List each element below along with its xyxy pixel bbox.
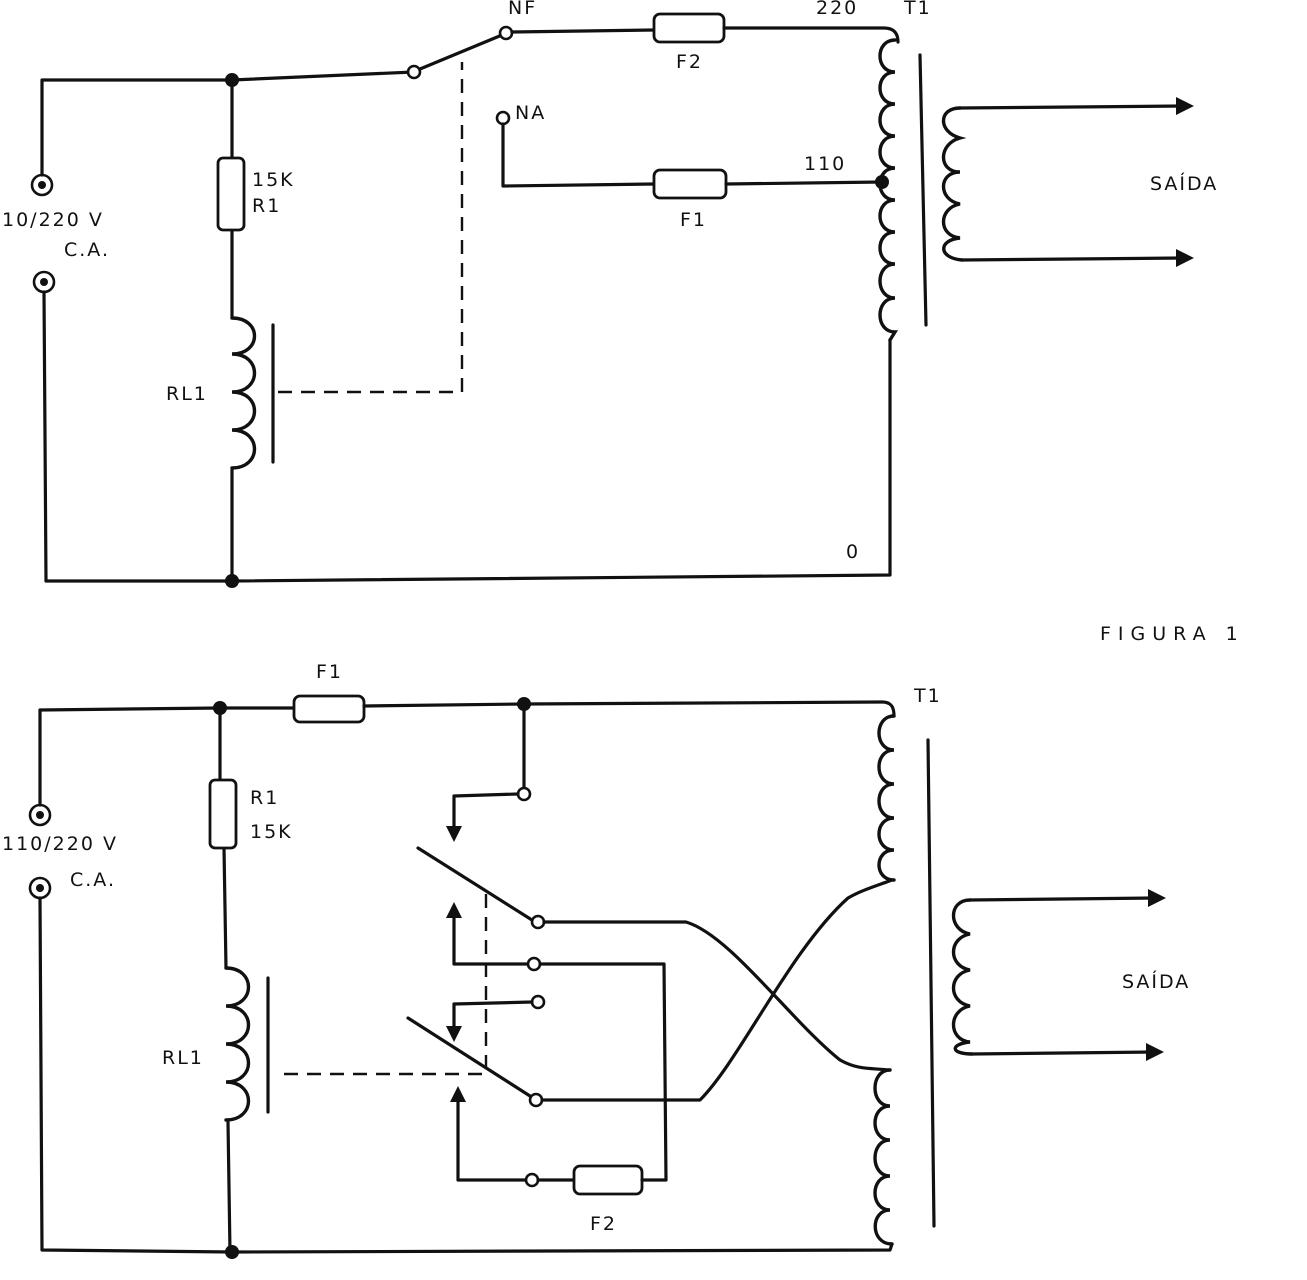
top-contact-nf-label: NF — [508, 0, 537, 19]
top-relay-name: RL1 — [166, 383, 208, 405]
top-circuit: 10/220 V C.A. 15K R1 RL1 NF NA F2 F1 220… — [2, 0, 1218, 588]
bottom-wire-rl1-bottom — [226, 1120, 232, 1254]
bottom-wire-cross-2 — [540, 878, 894, 1102]
bottom-wire-f2-right — [538, 962, 668, 1182]
top-tap-0-label: 0 — [846, 541, 860, 563]
top-fuse-f2 — [652, 12, 726, 44]
bottom-fuse-f2 — [572, 1164, 644, 1196]
bottom-relay-name: RL1 — [162, 1047, 204, 1069]
bottom-arrow-1-down — [446, 826, 462, 842]
top-input-label: 10/220 V — [2, 209, 104, 231]
bottom-fuse-top-label: F1 — [316, 661, 343, 683]
bottom-contact-6 — [524, 1172, 540, 1188]
bottom-transformer-primary-lower — [873, 1068, 894, 1246]
bottom-wire-left-lower — [38, 896, 894, 1254]
top-output-arrow-2 — [1176, 249, 1194, 267]
top-mains-input — [30, 173, 56, 294]
bottom-output-wire-2 — [970, 1050, 1154, 1056]
bottom-resistor-name: R1 — [250, 787, 279, 809]
bottom-arrow-2-up — [450, 1086, 466, 1102]
bottom-output-arrow-1 — [1148, 889, 1166, 907]
top-junction-upper — [225, 73, 239, 87]
bottom-circuit: 110/220 V C.A. R1 15K RL1 F1 F2 T1 SAÍDA — [2, 661, 1190, 1259]
bottom-wire-cross-1 — [542, 920, 892, 1072]
bottom-arrow-1-up — [446, 902, 462, 918]
bottom-transformer-primary-upper — [877, 714, 896, 882]
bottom-transformer-label: T1 — [913, 685, 942, 707]
top-contact-na-label: NA — [515, 102, 546, 124]
bottom-fuse-f1 — [292, 694, 366, 724]
top-switch-blade — [418, 33, 504, 71]
top-output-wire-1 — [958, 104, 1184, 110]
top-transformer-secondary — [942, 106, 967, 262]
bottom-fuse-bottom-label: F2 — [590, 1213, 617, 1235]
bottom-contact-5 — [528, 1092, 544, 1108]
top-tap-110-label: 110 — [804, 153, 846, 175]
top-fuse-f1 — [652, 168, 728, 200]
bottom-resistor-value: 15K — [250, 821, 293, 843]
bottom-wire-r1-rl1 — [222, 846, 228, 970]
bottom-contact-2 — [530, 914, 546, 930]
bottom-output-wire-1 — [968, 896, 1156, 902]
bottom-output-arrow-2 — [1146, 1043, 1164, 1061]
bottom-junction-3 — [225, 1245, 239, 1259]
top-contact-na — [495, 110, 511, 126]
top-wire-left-upper — [40, 70, 416, 177]
top-output-arrow-1 — [1176, 97, 1194, 115]
top-output-wire-2 — [960, 256, 1184, 262]
top-relay-link — [278, 62, 464, 394]
top-wire-110 — [724, 180, 884, 186]
top-resistor-value: 15K — [252, 169, 295, 191]
top-switch-common — [406, 64, 422, 80]
top-transformer-label: T1 — [903, 0, 932, 19]
top-resistor-name: R1 — [252, 195, 281, 217]
top-fuse-bottom-label: F1 — [680, 209, 707, 231]
bottom-transformer-secondary — [952, 898, 974, 1056]
top-resistor-r1 — [216, 156, 246, 232]
top-contact-nf — [498, 25, 514, 41]
top-tap-220-label: 220 — [816, 0, 858, 19]
top-wire-220 — [722, 26, 900, 44]
bottom-output-label: SAÍDA — [1122, 970, 1190, 993]
bottom-wire-arrow2-up — [456, 1096, 528, 1182]
bottom-mains-input — [28, 803, 52, 900]
top-fuse-top-label: F2 — [676, 51, 703, 73]
top-output-label: SAÍDA — [1150, 172, 1218, 195]
bottom-transformer-core — [926, 738, 936, 1228]
top-wire-na — [501, 122, 656, 188]
top-transformer-primary — [878, 38, 899, 342]
bottom-resistor-r1 — [208, 778, 238, 850]
bottom-wire-left-upper — [38, 706, 296, 807]
bottom-wire-arrow1-up — [452, 912, 530, 966]
top-relay-coil — [230, 316, 257, 470]
top-wire-left-lower — [42, 290, 892, 583]
bottom-arrow-2-down — [446, 1026, 462, 1042]
bottom-wire-contact1-bend — [452, 792, 520, 832]
bottom-wire-contact4-bend — [452, 1000, 534, 1032]
bottom-switch-blade-1 — [416, 846, 534, 922]
figure-label: FIGURA 1 — [1100, 623, 1245, 645]
top-wire-nf — [510, 28, 656, 34]
top-input-sub-label: C.A. — [64, 239, 110, 261]
bottom-switch-blade-2 — [406, 1016, 532, 1098]
bottom-contact-3 — [526, 956, 542, 972]
top-transformer-core — [918, 53, 928, 327]
bottom-input-label: 110/220 V — [2, 833, 118, 855]
bottom-wire-top-rail — [362, 700, 896, 718]
bottom-contact-4 — [530, 994, 546, 1010]
bottom-relay-link — [284, 890, 488, 1076]
bottom-input-sub-label: C.A. — [70, 869, 116, 891]
top-junction-lower — [225, 574, 239, 588]
bottom-contact-1 — [516, 786, 532, 802]
bottom-junction-1 — [213, 701, 227, 715]
bottom-relay-coil — [224, 966, 251, 1122]
bottom-junction-2 — [517, 697, 531, 711]
